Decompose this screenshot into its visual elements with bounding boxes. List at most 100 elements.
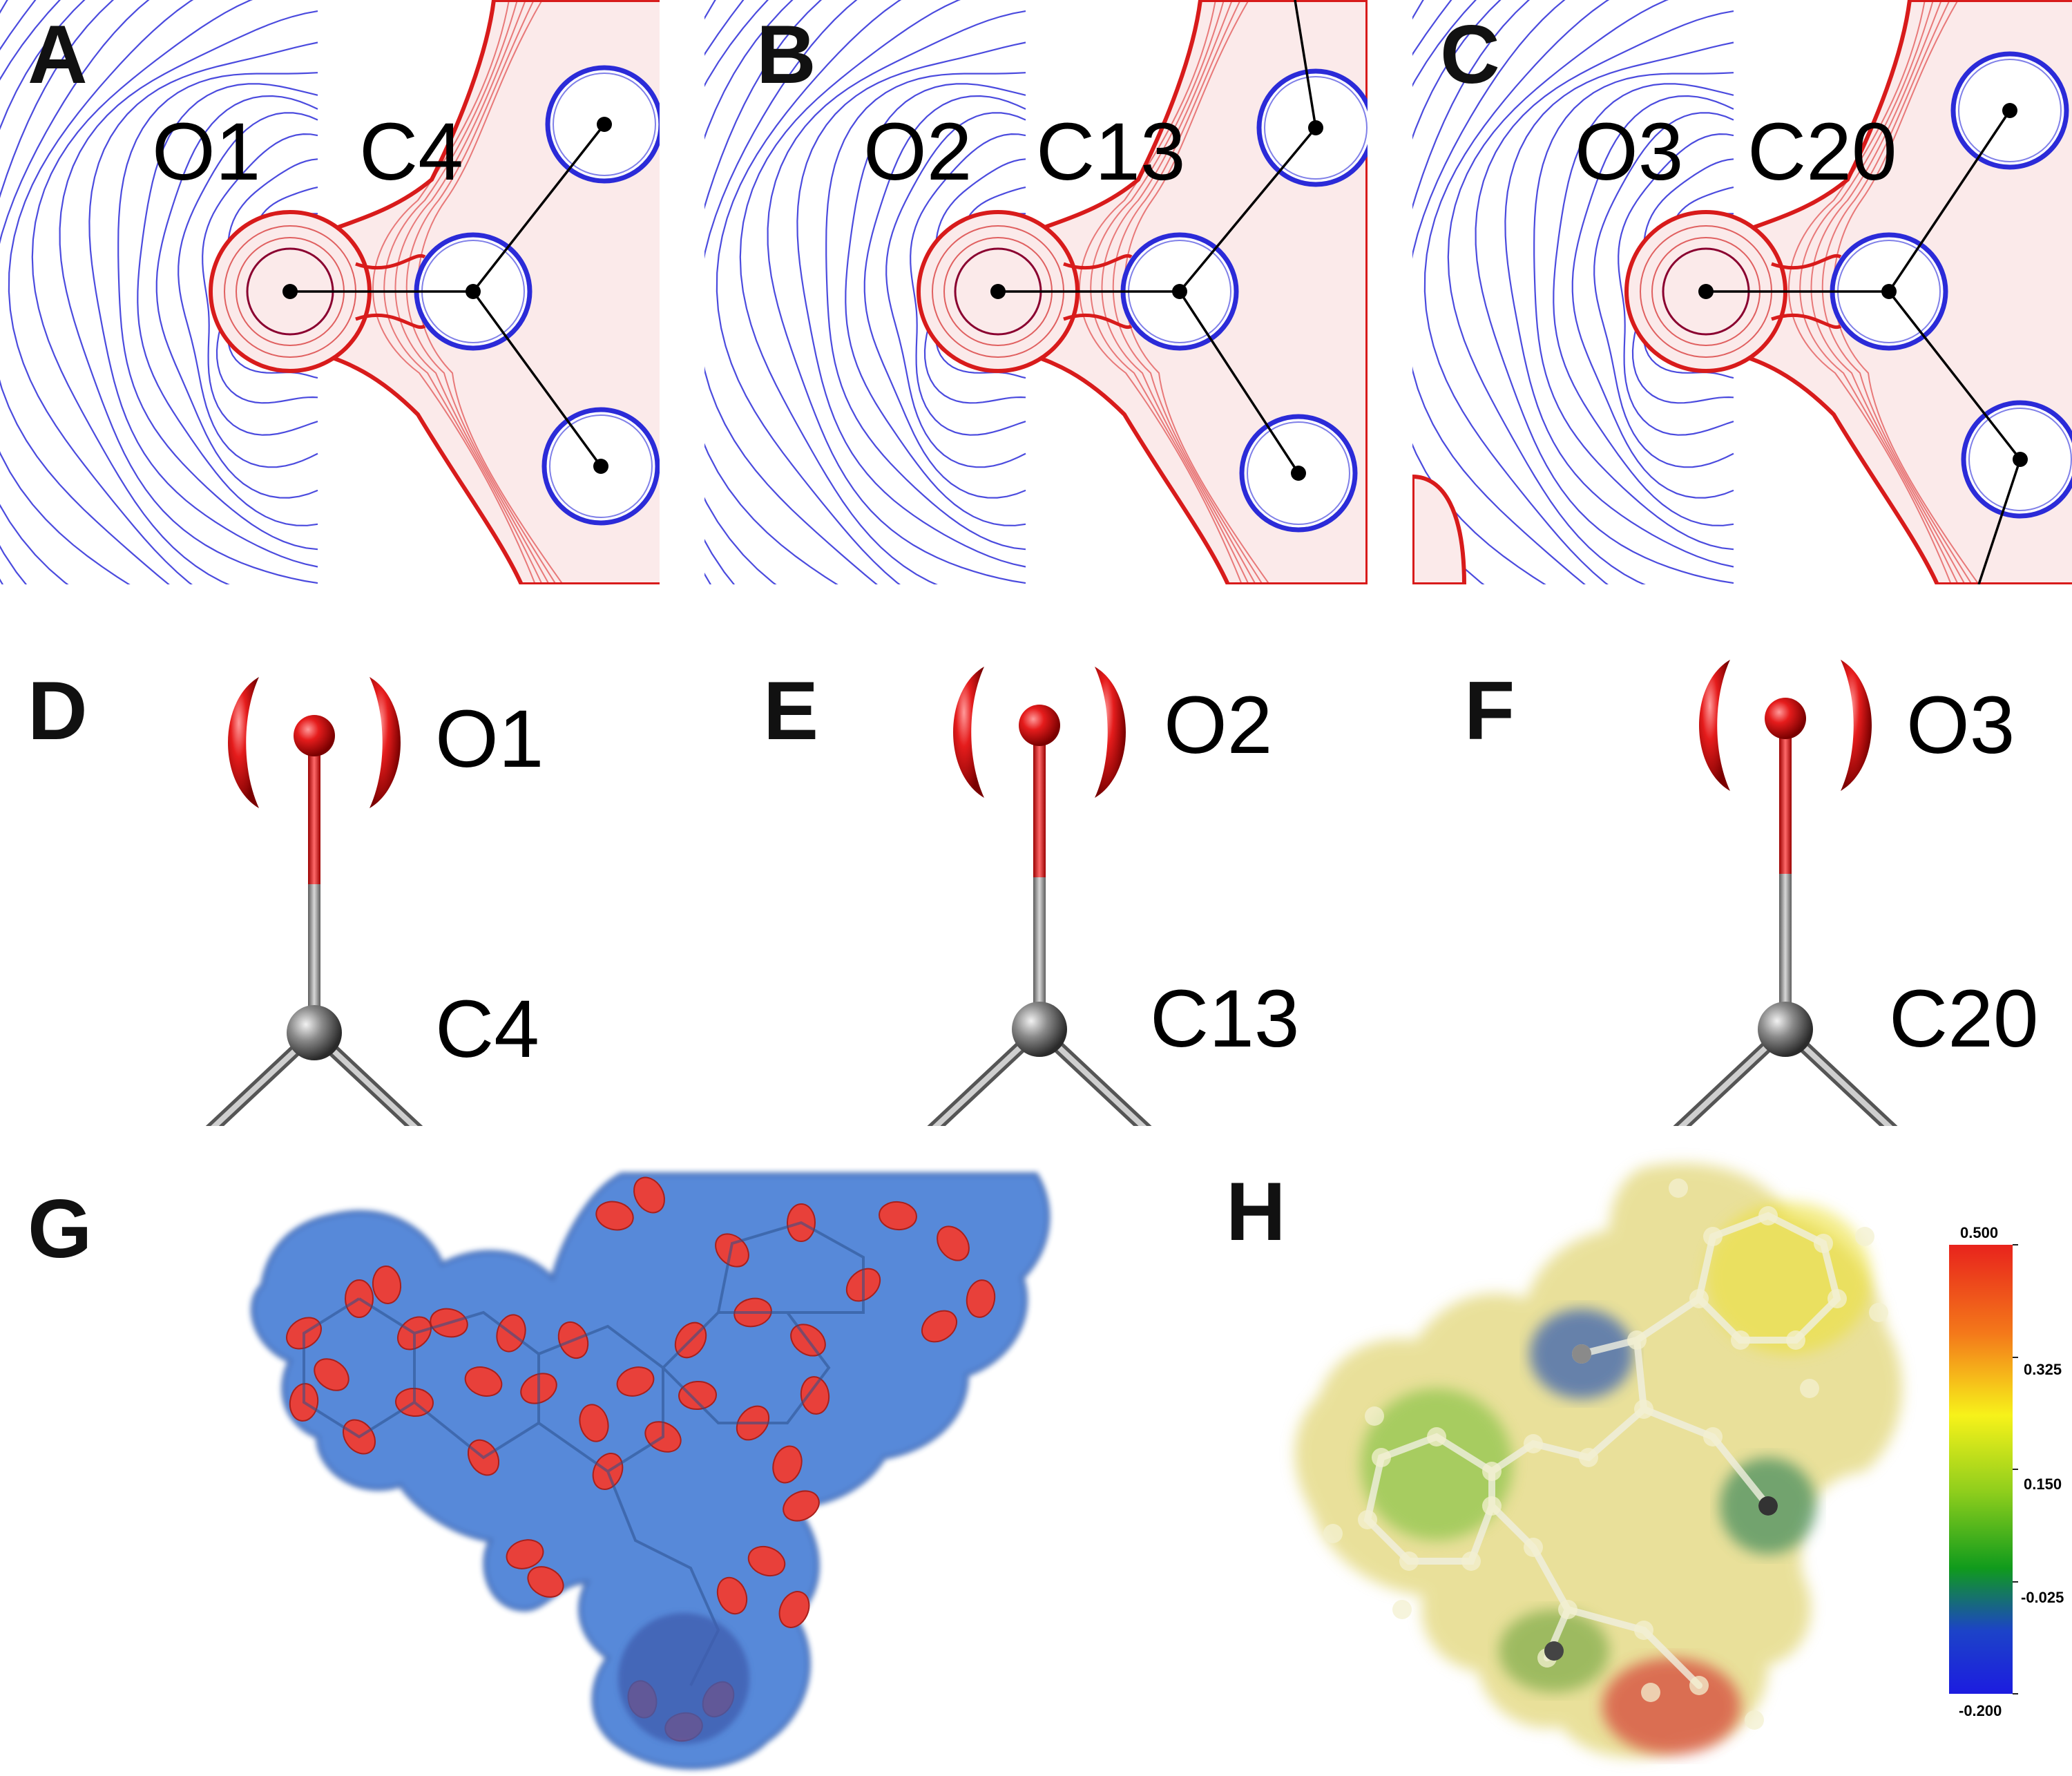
neck-contour (355, 313, 426, 330)
lone-pair-lobe-left (953, 667, 984, 798)
blue-contour-line (767, 10, 1026, 584)
atom-dot (1482, 1496, 1502, 1516)
atom-dot (1427, 1427, 1446, 1446)
atom-dot (597, 117, 612, 132)
mep-surface (1294, 1163, 1902, 1758)
carbon-atom (1012, 1002, 1067, 1057)
red-lobe (633, 1176, 665, 1214)
label-o3-f: O3 (1906, 680, 2015, 771)
red-lobe (527, 1566, 564, 1598)
label-c20-f: C20 (1889, 973, 2038, 1064)
blue-contour-line (1533, 72, 1734, 551)
elf-panel-0 (205, 677, 423, 1126)
co-bond-carbon-half (1779, 874, 1792, 1029)
methyl-group-blob (618, 1613, 749, 1744)
atom-dot (1669, 1178, 1688, 1198)
atom-dot (1689, 1676, 1709, 1695)
atom-dot (1745, 1710, 1764, 1730)
blue-contour-line (31, 0, 253, 584)
blue-contour-line (825, 72, 1026, 551)
carbon-inner-ring (1264, 76, 1368, 180)
atom-dot (1524, 1538, 1543, 1557)
elf-panel-2 (1673, 660, 1898, 1126)
atom-dot (1703, 1427, 1723, 1446)
label-o2-b: O2 (863, 106, 972, 198)
red-lobe (747, 1545, 786, 1577)
blue-contour-line (155, 95, 318, 499)
atom-dot (1627, 1330, 1647, 1350)
atom-dot (1881, 284, 1897, 299)
atom-dot (1703, 1227, 1723, 1246)
co-bond-carbon-half (1033, 877, 1046, 1029)
atom-dot (1641, 1683, 1660, 1702)
elf-isosurface-panels (205, 660, 1898, 1126)
bond-line (472, 123, 606, 293)
blue-contour-line (1447, 0, 1669, 584)
label-c20-c: C20 (1747, 106, 1897, 198)
red-lobe (772, 1445, 803, 1484)
blue-contour-line (178, 112, 318, 468)
atom-dot (1323, 1524, 1343, 1543)
atom-dot (1828, 1289, 1847, 1308)
oxygen-atom (1765, 698, 1806, 739)
lone-pair-lobe-right (370, 677, 401, 808)
carbon-atom (287, 1005, 342, 1060)
red-lobe (579, 1404, 609, 1442)
blue-contour-line (59, 10, 318, 584)
oxygen-atom (1019, 705, 1060, 746)
atom-dot (1855, 1227, 1874, 1246)
red-lobe (778, 1591, 810, 1628)
atom-dot (466, 284, 481, 299)
scale-tick-2-label: 0.150 (2024, 1476, 2062, 1493)
atom-dot (990, 284, 1006, 299)
co-bond-oxygen-half (1779, 718, 1792, 874)
blue-contour-line (796, 41, 1026, 568)
scale-min-label: -0.200 (1959, 1702, 2002, 1719)
blue-contour-line (1475, 10, 1734, 584)
co-bond-oxygen-half (1033, 725, 1046, 877)
atom-dot (1634, 1621, 1653, 1640)
carbon-inner-ring (549, 414, 653, 518)
atom-dot (1800, 1379, 1819, 1398)
lone-pair-lobe-right (1841, 660, 1872, 791)
label-o1-d: O1 (435, 694, 544, 785)
atom-dot (1758, 1496, 1778, 1516)
scale-tick-1-label: 0.325 (2024, 1361, 2062, 1378)
red-contour-line (372, 0, 536, 584)
atom-dot (1558, 1600, 1577, 1619)
blue-contour-line (8, 0, 194, 584)
h-atom-dots (1323, 1178, 1888, 1730)
carbon-atom (1758, 1002, 1813, 1057)
panel-letter-c: C (1440, 8, 1500, 101)
neck-contour (355, 254, 426, 270)
carbon-inner-ring (1958, 59, 2062, 162)
blue-contour-line (1553, 83, 1734, 526)
lone-pair-lobe-right (1095, 667, 1126, 798)
atom-dot (1482, 1462, 1502, 1481)
contour-panel-1 (704, 0, 1368, 584)
panel-letter-h: H (1226, 1165, 1286, 1258)
mep-surface-panel: 0.500 0.325 0.150 -0.025 -0.200 (1294, 1163, 2064, 1758)
panel-letter-a: A (28, 8, 88, 101)
panel-letter-d: D (28, 665, 88, 757)
bond-line (1294, 0, 1317, 128)
label-c13-e: C13 (1150, 973, 1299, 1064)
label-c4-a: C4 (359, 106, 463, 198)
neck-contour (1063, 313, 1133, 330)
blue-contour-line (863, 95, 1026, 499)
red-lobe (879, 1201, 917, 1231)
scale-max-label: 0.500 (1960, 1224, 1998, 1241)
red-lobe (595, 1201, 634, 1231)
neck-contour (1771, 254, 1842, 270)
deformation-density-panel (250, 1172, 1051, 1770)
blue-contour-line (1423, 0, 1610, 584)
panel-letter-f: F (1464, 665, 1515, 757)
labels: A B C O1 C4 O2 C13 O3 C20 D E F O1 C4 O2… (28, 8, 2038, 1275)
atom-dot (1392, 1600, 1412, 1619)
red-lobe (314, 1358, 349, 1391)
atom-dot (1698, 284, 1714, 299)
atom-dot (1172, 284, 1187, 299)
atom-dot (1461, 1551, 1481, 1571)
blue-contour-line (716, 0, 902, 584)
atom-dot (1358, 1510, 1377, 1529)
